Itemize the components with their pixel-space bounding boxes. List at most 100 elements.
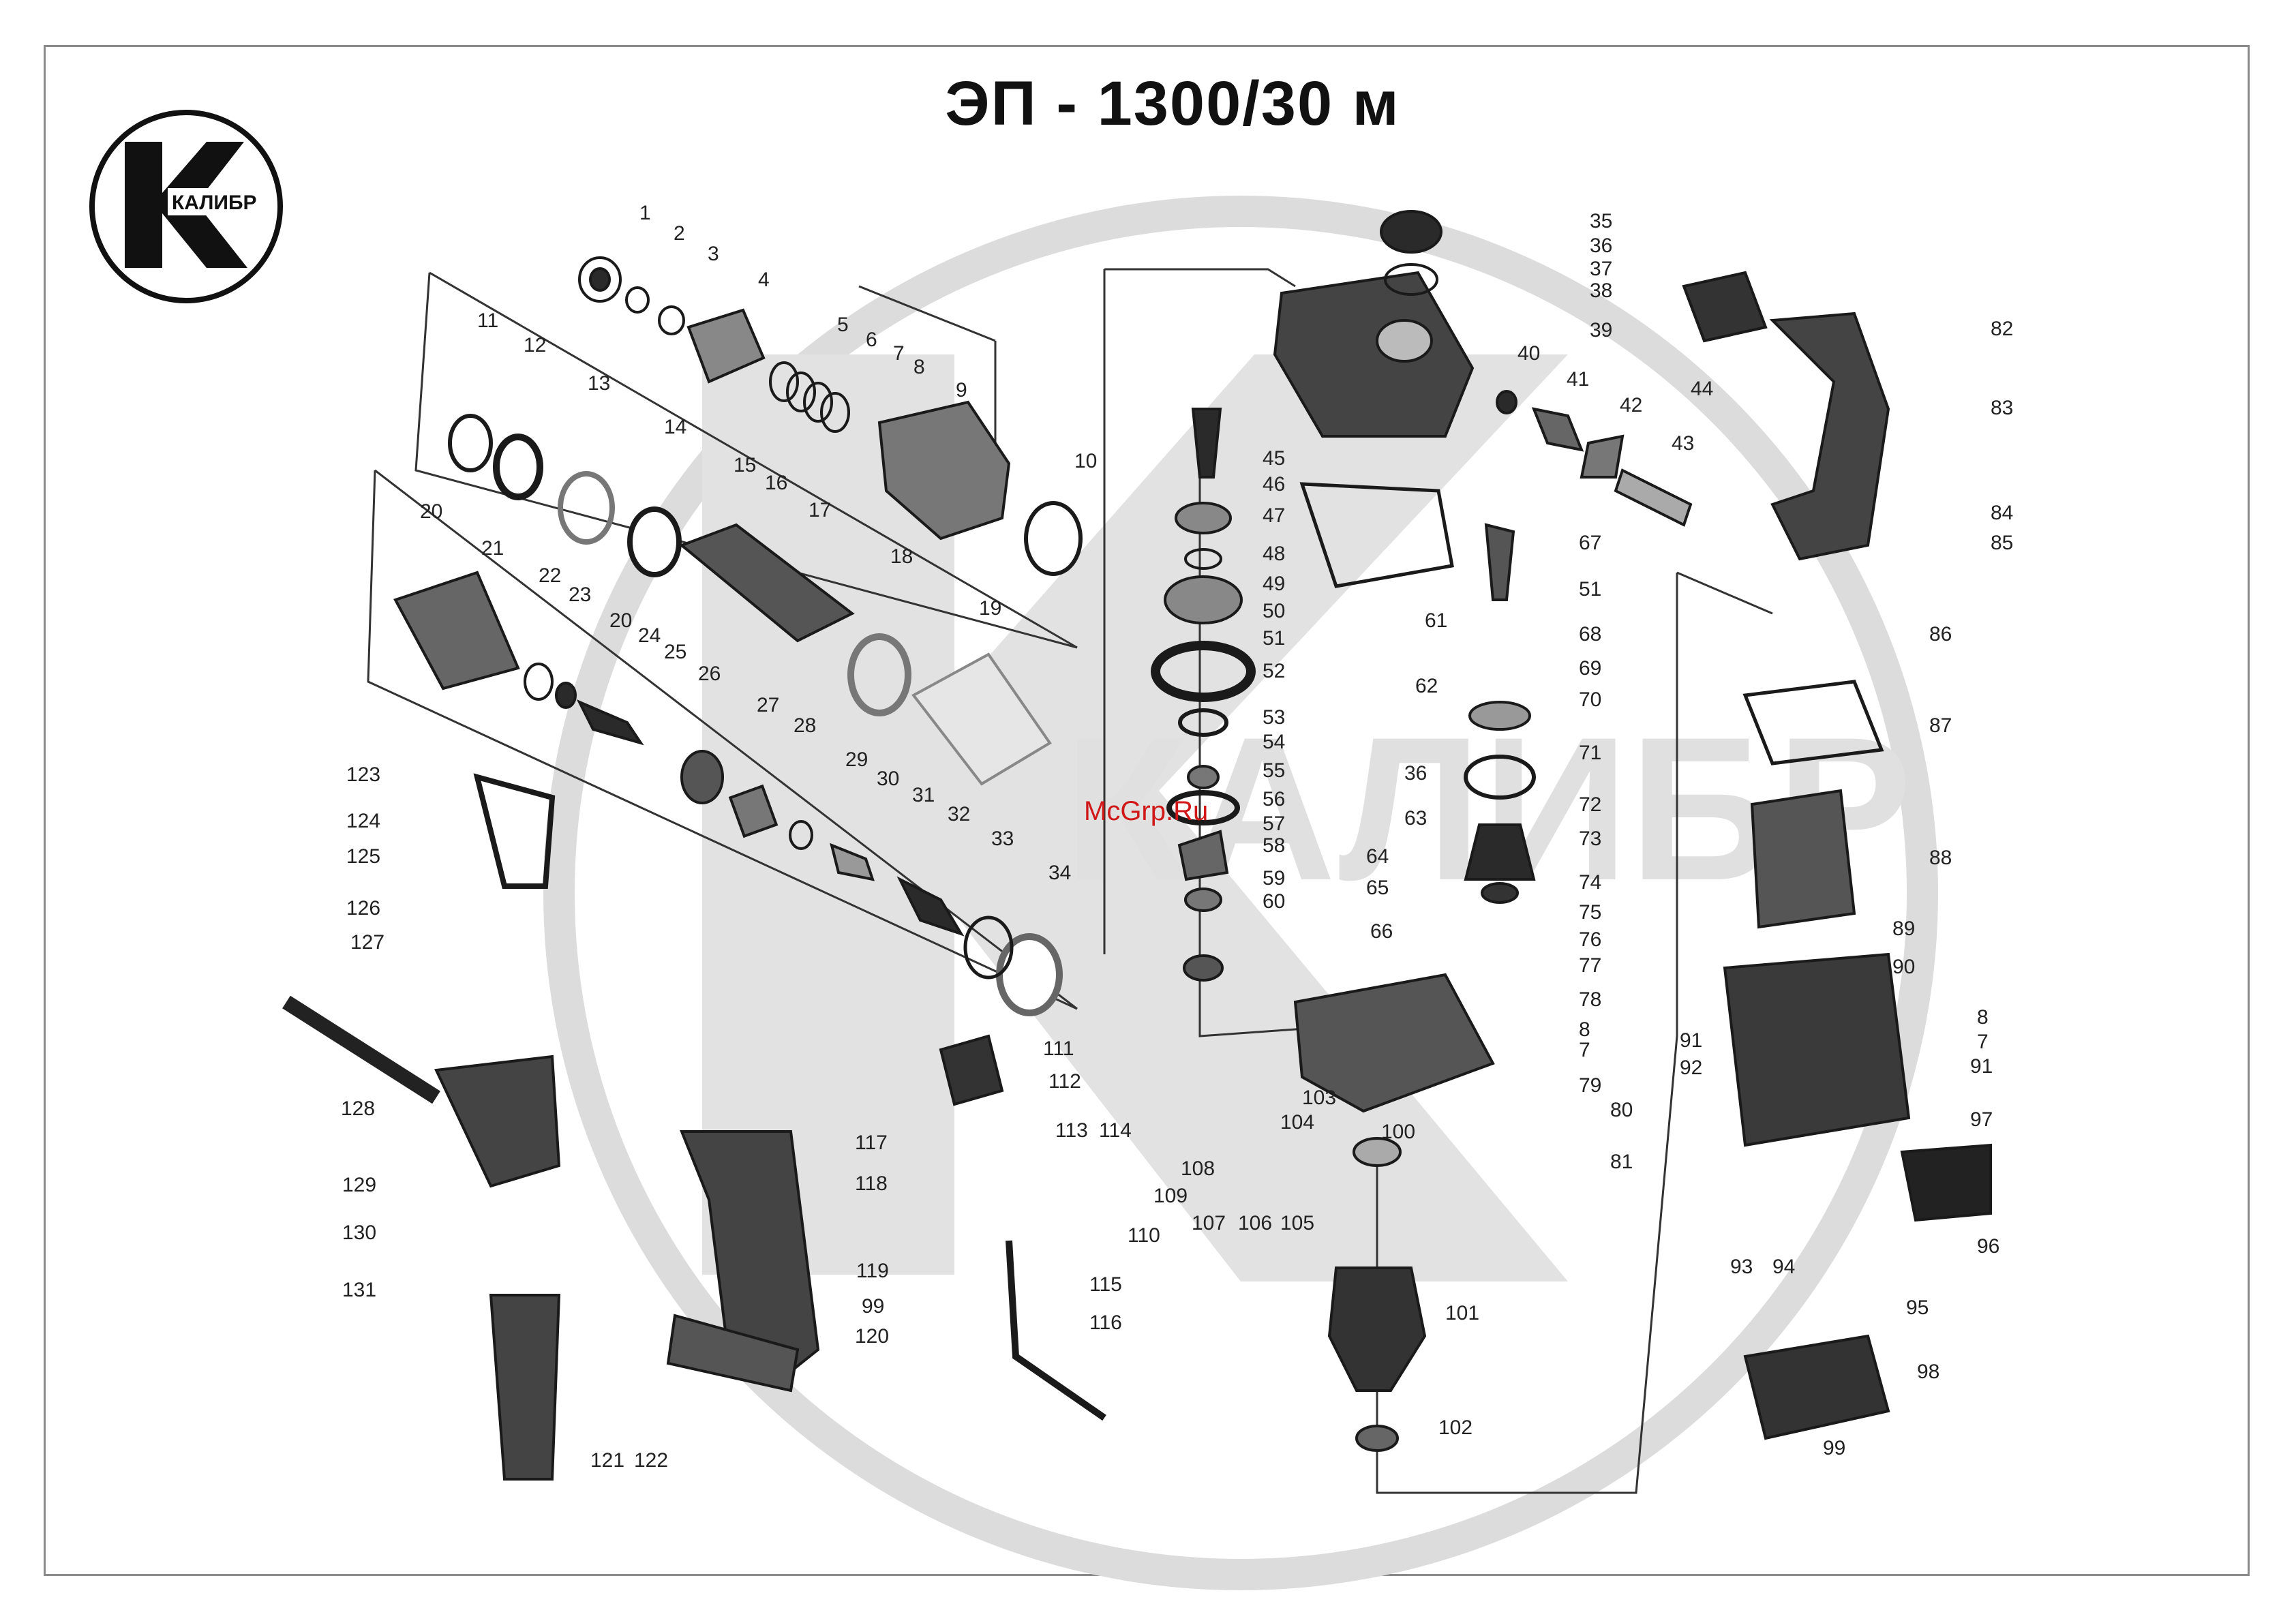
part-label-p96: 96 [1977, 1235, 1999, 1258]
part-label-p36: 36 [1590, 234, 1612, 257]
part-label-p78: 78 [1579, 988, 1601, 1011]
part-label-p57: 57 [1263, 813, 1285, 835]
part-label-p46: 46 [1263, 473, 1285, 496]
part-label-p84: 84 [1991, 502, 2013, 524]
part-label-p12: 12 [524, 334, 546, 357]
part-label-p129: 129 [342, 1174, 376, 1196]
part-label-p7c: 7 [1977, 1031, 1989, 1053]
part-label-p27: 27 [757, 694, 779, 716]
part-label-p72: 72 [1579, 793, 1601, 816]
page-title: ЭП - 1300/30 м [945, 69, 1400, 138]
part-label-p105: 105 [1280, 1212, 1314, 1234]
logo-text: КАЛИБР [172, 192, 257, 214]
part-label-p82: 82 [1991, 318, 2013, 340]
brand-logo: КАЛИБР [89, 110, 283, 303]
part-label-p3: 3 [708, 243, 719, 265]
part-label-p76: 76 [1579, 928, 1601, 951]
part-label-p88: 88 [1929, 847, 1952, 869]
part-label-p30: 30 [877, 768, 899, 790]
part-label-p117: 117 [855, 1132, 888, 1154]
part-label-p91a: 91 [1680, 1029, 1702, 1052]
part-label-p91b: 91 [1970, 1055, 1993, 1078]
part-label-p9: 9 [956, 379, 967, 401]
part-label-p98: 98 [1917, 1361, 1939, 1383]
part-label-p42: 42 [1620, 394, 1642, 416]
part-label-p110: 110 [1128, 1224, 1160, 1247]
part-label-p94: 94 [1772, 1256, 1795, 1278]
part-label-p48: 48 [1263, 543, 1285, 565]
part-label-p77: 77 [1579, 954, 1601, 977]
part-label-p58: 58 [1263, 834, 1285, 857]
part-label-p40: 40 [1517, 342, 1540, 365]
part-label-p8b: 8 [1579, 1018, 1590, 1041]
part-label-p8: 8 [913, 356, 925, 378]
part-label-p19: 19 [979, 597, 1001, 620]
part-label-p118: 118 [855, 1172, 888, 1195]
part-label-p64: 64 [1366, 845, 1389, 868]
part-label-p45: 45 [1263, 447, 1285, 470]
part-label-p74: 74 [1579, 871, 1601, 894]
part-label-p22: 22 [539, 564, 561, 587]
part-label-p123: 123 [346, 763, 380, 786]
part-label-p2: 2 [674, 222, 685, 245]
part-label-p11: 11 [477, 309, 498, 332]
part-label-p33: 33 [991, 828, 1014, 850]
part-label-p53: 53 [1263, 706, 1285, 729]
part-label-p81: 81 [1610, 1151, 1633, 1173]
part-label-p35: 35 [1590, 210, 1612, 232]
part-label-p28: 28 [794, 714, 816, 737]
part-label-p120: 120 [855, 1325, 889, 1348]
part-label-p34: 34 [1048, 862, 1071, 884]
part-label-p25: 25 [664, 641, 686, 663]
part-label-p47: 47 [1263, 504, 1285, 527]
part-label-p1: 1 [639, 202, 651, 224]
part-label-p131: 131 [342, 1279, 376, 1301]
part-label-p112: 112 [1048, 1070, 1081, 1093]
part-label-p99c: 99 [1823, 1437, 1845, 1459]
part-label-p16: 16 [765, 472, 787, 494]
part-label-p36b: 36 [1404, 762, 1427, 785]
part-label-p54: 54 [1263, 731, 1285, 753]
part-label-p13: 13 [588, 372, 610, 395]
part-label-p62: 62 [1415, 675, 1438, 697]
part-label-p92: 92 [1680, 1057, 1702, 1079]
part-label-p6: 6 [866, 329, 877, 351]
part-label-p15: 15 [734, 454, 756, 476]
part-label-p26: 26 [698, 663, 721, 685]
part-label-p70: 70 [1579, 688, 1601, 711]
part-label-p4: 4 [758, 269, 770, 291]
part-label-p119: 119 [856, 1260, 889, 1282]
part-label-p60: 60 [1263, 890, 1285, 913]
part-label-p83: 83 [1991, 397, 2013, 419]
part-label-p104: 104 [1280, 1111, 1314, 1134]
part-label-p97: 97 [1970, 1108, 1993, 1131]
part-label-p106: 106 [1238, 1212, 1272, 1234]
part-label-p44: 44 [1691, 378, 1713, 400]
part-label-p52: 52 [1263, 660, 1285, 682]
part-label-p122: 122 [634, 1449, 668, 1472]
part-label-p109: 109 [1153, 1185, 1188, 1207]
part-label-p37: 37 [1590, 258, 1612, 280]
part-label-p127: 127 [350, 931, 384, 954]
part-label-p115: 115 [1089, 1273, 1122, 1296]
part-label-p23: 23 [569, 583, 591, 606]
part-label-p93: 93 [1730, 1256, 1753, 1278]
part-label-p10: 10 [1074, 450, 1097, 472]
part-label-p7b: 7 [1579, 1039, 1590, 1061]
part-label-p67: 67 [1579, 532, 1601, 554]
part-label-p41: 41 [1567, 368, 1589, 391]
part-label-p51b: 51 [1579, 578, 1601, 601]
part-label-p17: 17 [809, 499, 831, 521]
part-label-p95: 95 [1906, 1296, 1929, 1319]
part-label-p7: 7 [893, 342, 905, 365]
part-label-p29: 29 [845, 748, 868, 771]
part-label-p31: 31 [912, 784, 935, 806]
part-label-p111: 111 [1043, 1037, 1074, 1060]
part-label-p107: 107 [1192, 1212, 1226, 1234]
part-label-p20a: 20 [420, 500, 442, 523]
part-label-p66: 66 [1370, 920, 1393, 943]
part-label-p18: 18 [890, 545, 913, 568]
part-label-p125: 125 [346, 845, 380, 868]
